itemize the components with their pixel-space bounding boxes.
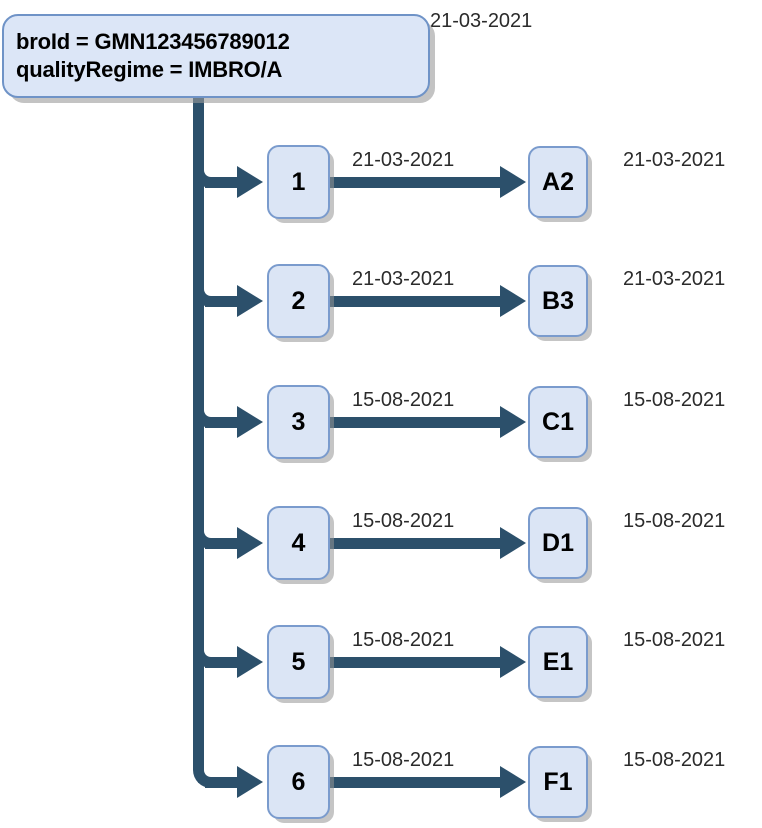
branch-arrowhead — [237, 527, 263, 559]
row-date-label: 15-08-2021 — [623, 749, 726, 771]
branch-arrowhead — [237, 166, 263, 198]
edge-date-label: 15-08-2021 — [352, 629, 455, 651]
branch-arrowhead — [237, 406, 263, 438]
edge-arrowhead — [500, 166, 526, 198]
edge-date-label: 15-08-2021 — [352, 510, 455, 532]
monitoring-tube-node[interactable]: A2 — [528, 146, 588, 218]
monitoring-tube-label: A2 — [542, 167, 574, 196]
root-node-quality-regime: qualityRegime = IMBRO/A — [16, 57, 283, 82]
measuring-point-node[interactable]: 3 — [267, 385, 330, 459]
measuring-point-node[interactable]: 6 — [267, 745, 330, 819]
edge-connector-line — [330, 657, 504, 668]
row-date-label: 15-08-2021 — [623, 389, 726, 411]
measuring-point-label: 3 — [291, 407, 306, 436]
edge-arrowhead — [500, 285, 526, 317]
measuring-point-node[interactable]: 5 — [267, 625, 330, 699]
monitoring-tube-node[interactable]: B3 — [528, 265, 588, 337]
branch-stub — [205, 417, 241, 428]
monitoring-tube-node[interactable]: E1 — [528, 626, 588, 698]
monitoring-tube-node[interactable]: D1 — [528, 507, 588, 579]
row-date-label: 21-03-2021 — [623, 268, 726, 290]
edge-arrowhead — [500, 406, 526, 438]
edge-connector-line — [330, 296, 504, 307]
measuring-point-node[interactable]: 1 — [267, 145, 330, 219]
edge-date-label: 15-08-2021 — [352, 389, 455, 411]
measuring-point-node[interactable]: 4 — [267, 506, 330, 580]
measuring-point-node[interactable]: 2 — [267, 264, 330, 338]
edge-arrowhead — [500, 766, 526, 798]
measuring-point-label: 2 — [291, 286, 306, 315]
root-node[interactable]: broId = GMN123456789012 qualityRegime = … — [2, 14, 430, 98]
edge-date-label: 15-08-2021 — [352, 749, 455, 771]
measuring-point-label: 6 — [291, 767, 306, 796]
branch-stub — [205, 538, 241, 549]
root-date-label: 21-03-2021 — [430, 10, 533, 32]
edge-connector-line — [330, 538, 504, 549]
branch-stub — [205, 177, 241, 188]
row-date-label: 21-03-2021 — [623, 149, 726, 171]
monitoring-tube-label: D1 — [542, 528, 574, 557]
monitoring-tube-label: C1 — [542, 407, 574, 436]
edge-arrowhead — [500, 646, 526, 678]
monitoring-tube-node[interactable]: F1 — [528, 746, 588, 818]
row-date-label: 15-08-2021 — [623, 510, 726, 532]
monitoring-tube-label: F1 — [543, 767, 573, 796]
edge-date-label: 21-03-2021 — [352, 149, 455, 171]
branch-arrowhead — [237, 285, 263, 317]
monitoring-tube-node[interactable]: C1 — [528, 386, 588, 458]
branch-arrowhead — [237, 766, 263, 798]
row-date-label: 15-08-2021 — [623, 629, 726, 651]
branch-stub — [205, 296, 241, 307]
edge-arrowhead — [500, 527, 526, 559]
edge-date-label: 21-03-2021 — [352, 268, 455, 290]
measuring-point-label: 1 — [291, 167, 306, 196]
edge-connector-line — [330, 777, 504, 788]
measuring-point-label: 4 — [291, 528, 306, 557]
edge-connector-line — [330, 177, 504, 188]
edge-connector-line — [330, 417, 504, 428]
root-node-bro-id: broId = GMN123456789012 — [16, 28, 290, 54]
branch-arrowhead — [237, 646, 263, 678]
branch-stub — [205, 777, 241, 788]
trunk-line — [193, 96, 204, 756]
measuring-point-label: 5 — [291, 647, 306, 676]
branch-stub — [205, 657, 241, 668]
monitoring-tube-label: B3 — [542, 286, 574, 315]
monitoring-tube-label: E1 — [542, 647, 574, 676]
